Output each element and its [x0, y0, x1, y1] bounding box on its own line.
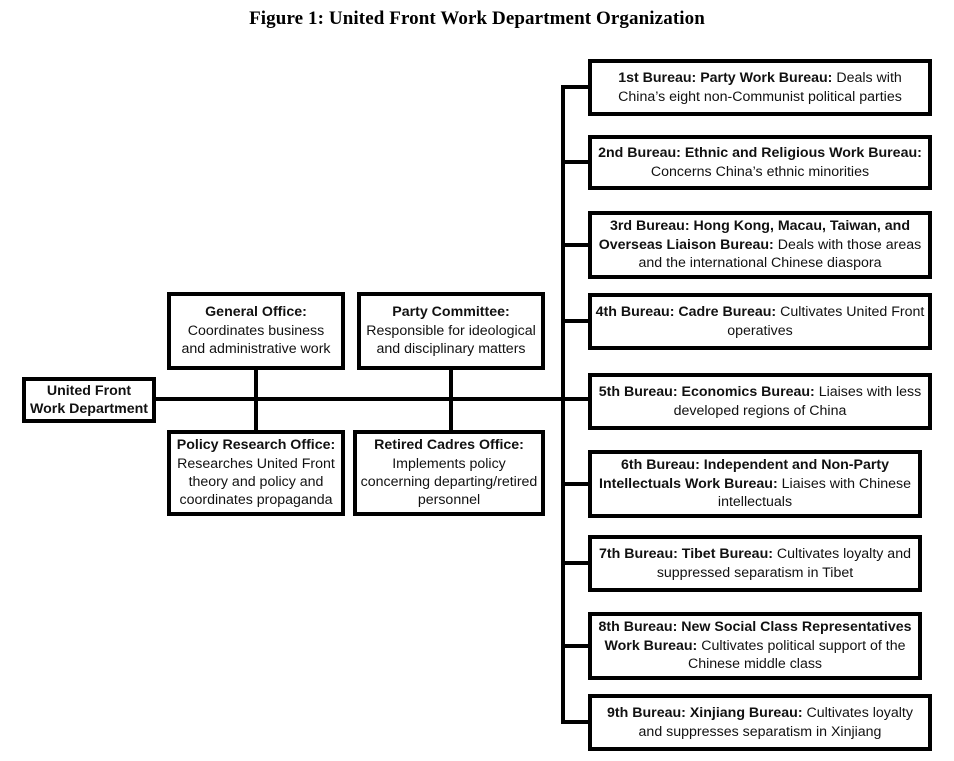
bureau-7-heading: 7th Bureau: Tibet Bureau: [599, 546, 773, 563]
bureau-6-description: Liaises with Chinese intellectuals [717, 475, 911, 511]
policy-research-description: Researches United Front theory and polic… [177, 455, 335, 509]
party-committee-description: Responsible for ideological and discipli… [366, 322, 536, 358]
node-united-front-work-department[interactable]: United Front Work Department [22, 377, 156, 423]
node-general-office[interactable]: General Office: Coordinates business and… [167, 292, 345, 370]
node-bureau-4[interactable]: 4th Bureau: Cadre Bureau: Cultivates Uni… [588, 293, 932, 350]
bureau-3-description: Deals with those areas and the internati… [638, 236, 922, 272]
connector-retired-cadres [449, 397, 453, 433]
node-bureau-3[interactable]: 3rd Bureau: Hong Kong, Macau, Taiwan, an… [588, 211, 932, 279]
figure-title: Figure 1: United Front Work Department O… [249, 8, 705, 29]
node-bureau-7[interactable]: 7th Bureau: Tibet Bureau: Cultivates loy… [588, 535, 922, 592]
bureau-1-description: Deals with China’s eight non-Communist p… [618, 70, 902, 105]
bureau-5-heading: 5th Bureau: Economics Bureau: [598, 384, 815, 401]
bureau-8-description: Cultivates political support of the Chin… [687, 637, 906, 673]
bureau-3-heading: 3rd Bureau: Hong Kong, Macau, Taiwan, an… [598, 218, 911, 253]
bureau-8-heading: 8th Bureau: New Social Class Representat… [598, 619, 912, 654]
retired-cadres-description: Implements policy concerning departing/r… [360, 455, 538, 509]
general-office-heading: General Office: [205, 304, 307, 321]
connector-bureau-8 [561, 644, 591, 648]
node-bureau-1[interactable]: 1st Bureau: Party Work Bureau: Deals wit… [588, 59, 932, 116]
connector-bureau-9 [561, 720, 591, 724]
node-bureau-6[interactable]: 6th Bureau: Independent and Non-Party In… [588, 450, 922, 518]
bureau-9-heading: 9th Bureau: Xinjiang Bureau: [607, 705, 803, 722]
bureau-spine-connector [561, 85, 565, 723]
bureau-4-heading: 4th Bureau: Cadre Bureau: [595, 304, 777, 321]
node-retired-cadres-office[interactable]: Retired Cadres Office: Implements policy… [353, 430, 545, 516]
connector-general-office [254, 368, 258, 399]
node-bureau-2[interactable]: 2nd Bureau: Ethnic and Religious Work Bu… [588, 135, 932, 190]
bureau-7-description: Cultivates loyalty and suppressed separa… [656, 546, 911, 581]
bureau-5-description: Liaises with less developed regions of C… [673, 384, 922, 419]
policy-research-heading: Policy Research Office: [176, 437, 336, 454]
node-party-committee[interactable]: Party Committee: Responsible for ideolog… [357, 292, 545, 370]
connector-bureau-3 [561, 243, 591, 247]
general-office-description: Coordinates business and administrative … [181, 322, 331, 358]
connector-bureau-4 [561, 319, 591, 323]
node-bureau-9[interactable]: 9th Bureau: Xinjiang Bureau: Cultivates … [588, 694, 932, 751]
connector-bureau-5 [561, 397, 591, 401]
root-label: United Front Work Department [30, 382, 148, 417]
bureau-1-heading: 1st Bureau: Party Work Bureau: [618, 70, 833, 87]
party-committee-heading: Party Committee: [392, 304, 510, 321]
trunk-horizontal-connector [154, 397, 565, 401]
connector-bureau-1 [561, 85, 591, 89]
bureau-9-description: Cultivates loyalty and suppresses separa… [638, 705, 913, 740]
bureau-2-description: Concerns China’s ethnic minorities [650, 163, 870, 180]
node-policy-research-office[interactable]: Policy Research Office: Researches Unite… [167, 430, 345, 516]
bureau-4-description: Cultivates United Front operatives [727, 304, 925, 339]
node-bureau-8[interactable]: 8th Bureau: New Social Class Representat… [588, 612, 922, 680]
connector-bureau-7 [561, 561, 591, 565]
connector-bureau-6 [561, 482, 591, 486]
node-bureau-5[interactable]: 5th Bureau: Economics Bureau: Liaises wi… [588, 373, 932, 430]
connector-party-committee [449, 368, 453, 399]
connector-policy-research [254, 397, 258, 433]
bureau-2-heading: 2nd Bureau: Ethnic and Religious Work Bu… [598, 145, 922, 162]
retired-cadres-heading: Retired Cadres Office: [374, 437, 524, 454]
bureau-6-heading: 6th Bureau: Independent and Non-Party In… [599, 457, 889, 492]
connector-bureau-2 [561, 160, 591, 164]
